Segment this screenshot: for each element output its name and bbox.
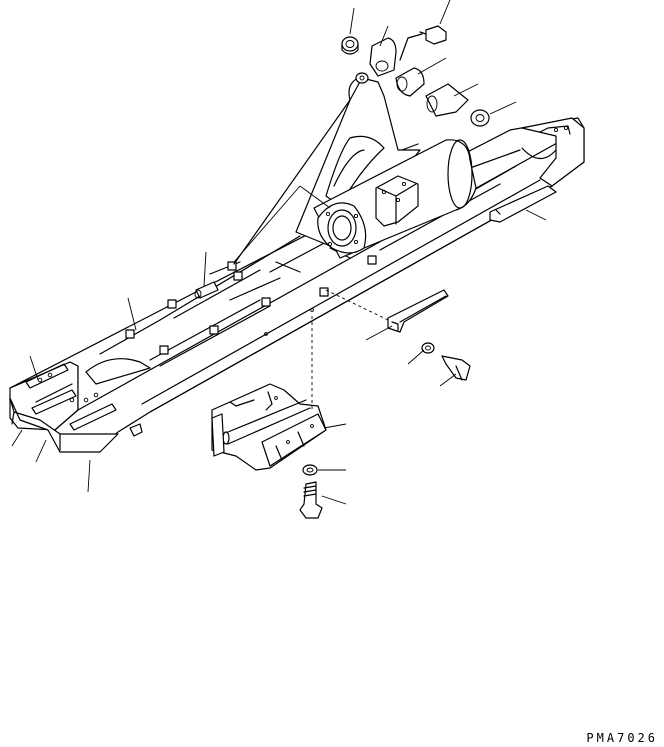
axle-housing <box>314 140 476 258</box>
top-parts <box>342 26 489 126</box>
guide-assembly <box>212 316 326 518</box>
leader-lines <box>12 0 546 504</box>
side-bracket <box>326 290 470 380</box>
drawing-code: PMA7026 <box>586 731 658 745</box>
